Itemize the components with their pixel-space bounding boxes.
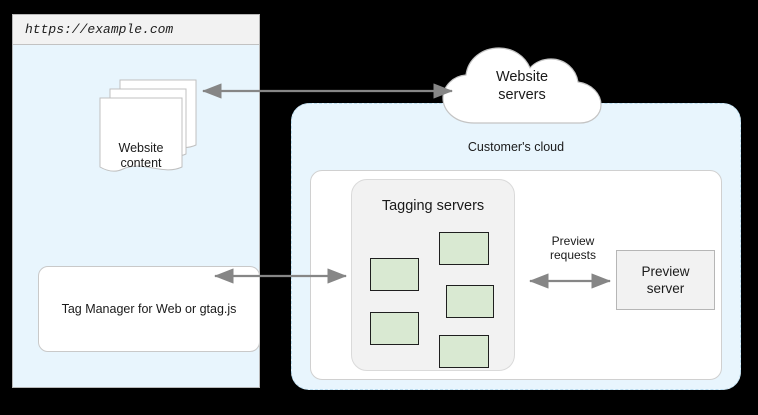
tag-manager-box: Tag Manager for Web or gtag.js <box>38 266 260 352</box>
preview-server-label-line1: Preview <box>641 264 690 279</box>
browser-window: https://example.com Website co <box>12 14 260 388</box>
preview-server-box: Preview server <box>616 250 715 310</box>
tag-manager-label: Tag Manager for Web or gtag.js <box>61 302 237 316</box>
website-content-stack: Website content <box>99 79 199 181</box>
preview-server-label-line2: server <box>646 281 685 296</box>
customer-cloud-label: Customer's cloud <box>467 140 565 154</box>
website-servers-label-line2: servers <box>498 87 546 103</box>
tagging-servers-group: Tagging servers <box>351 179 515 371</box>
browser-url-bar[interactable]: https://example.com <box>13 15 259 45</box>
preview-requests-label: Preview requests <box>533 234 613 262</box>
website-content-sheet-front: Website content <box>99 97 183 181</box>
tagging-servers-title: Tagging servers <box>381 198 485 214</box>
preview-requests-label-line1: Preview <box>551 234 595 248</box>
website-content-label: Website content <box>99 141 183 171</box>
website-content-label-line1: Website <box>118 141 164 155</box>
server-node <box>370 258 419 291</box>
website-servers-cloud: Website servers <box>441 47 603 124</box>
server-node <box>370 312 419 345</box>
browser-url-text[interactable]: https://example.com <box>25 22 174 37</box>
server-node <box>446 285 494 318</box>
server-node <box>439 335 489 368</box>
website-servers-label: Website servers <box>441 68 603 104</box>
preview-server-label: Preview server <box>641 263 689 297</box>
website-content-label-line2: content <box>120 156 162 170</box>
website-servers-label-line1: Website <box>495 69 549 85</box>
server-node <box>439 232 489 265</box>
preview-requests-label-line2: requests <box>549 248 597 262</box>
